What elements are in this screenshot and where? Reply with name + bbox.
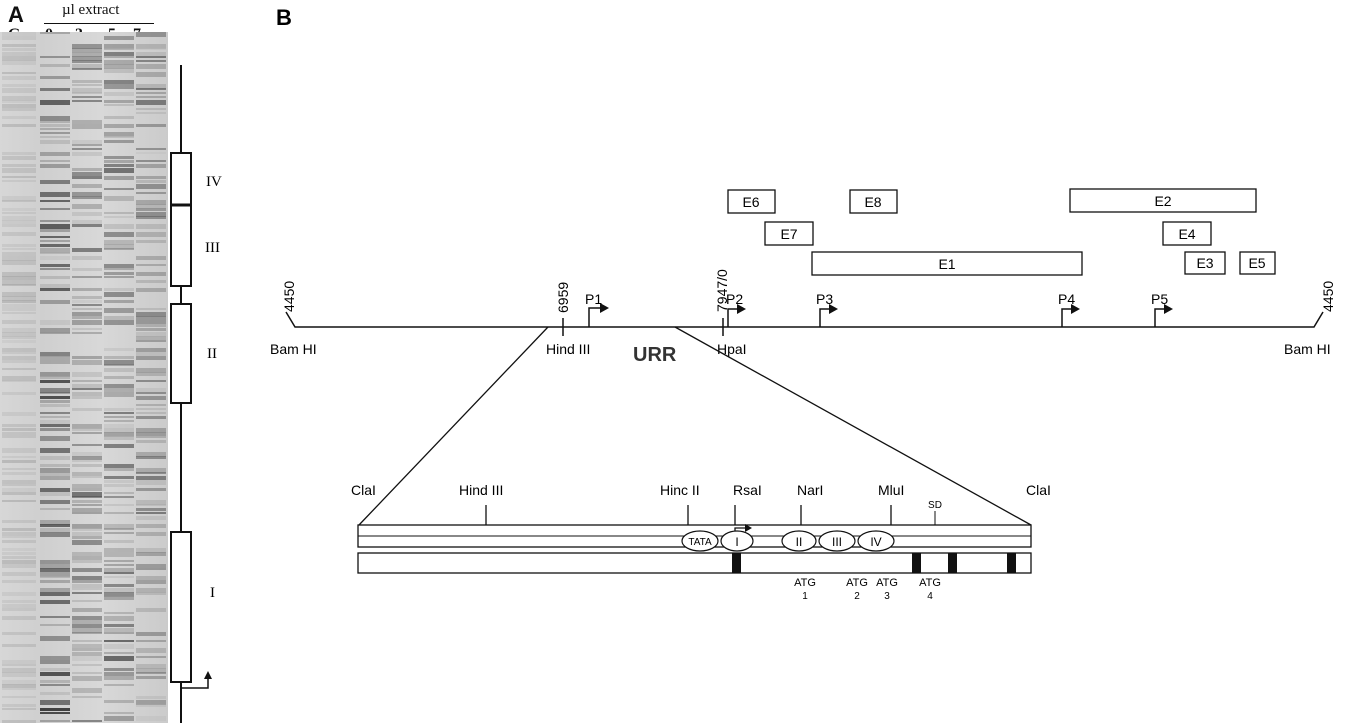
inset-hindiii: Hind III (459, 482, 503, 498)
hindiii-site-label: Hind III (546, 341, 590, 357)
orf-e5: E5 (1240, 252, 1275, 274)
right-bamhi-label: Bam HI (1284, 341, 1331, 357)
panel-a: A µl extract G 0 3 5 7 IV III II I (0, 0, 230, 723)
orf-e2: E2 (1070, 189, 1256, 212)
atg-3-number: 3 (884, 591, 890, 602)
sd-label: SD (928, 500, 942, 511)
urr-label: URR (633, 344, 677, 366)
inset-clai-right: ClaI (1026, 482, 1051, 498)
hpai-site-label: HpaI (717, 341, 747, 357)
inset-nari: NarI (797, 482, 823, 498)
orf-e8: E8 (850, 190, 897, 213)
promoter-p4-label: P4 (1058, 291, 1075, 307)
urr-inset-bar (358, 525, 1031, 547)
orf-e7: E7 (765, 222, 813, 245)
atg-3-label: ATG (876, 577, 898, 589)
promoter-p1: P1 (585, 291, 609, 327)
promoter-p5: P5 (1151, 291, 1173, 327)
region-label-i: I (210, 585, 215, 601)
orf-e2-label: E2 (1154, 193, 1171, 209)
element-i-label: I (735, 535, 738, 549)
atg-1-number: 1 (802, 591, 808, 602)
orf-e5-label: E5 (1248, 255, 1265, 271)
atg-4-label: ATG (919, 577, 941, 589)
element-iii (819, 531, 855, 551)
element-ii (782, 531, 816, 551)
inset-mlui: MluI (878, 482, 904, 498)
atg-block-1 (732, 553, 741, 573)
urr-lower-strip (358, 553, 1031, 573)
promoter-p2-label: P2 (726, 291, 743, 307)
promoter-p1-label: P1 (585, 291, 602, 307)
urr-inset: ClaI ClaI Hind III Hinc II RsaI NarI Mlu… (351, 482, 1051, 602)
footprint-schematic: IV III II I (0, 0, 230, 723)
element-iv-label: IV (870, 535, 881, 549)
element-i (721, 531, 753, 551)
hindiii-coord: 6959 (555, 282, 571, 313)
left-bamhi-label: Bam HI (270, 341, 317, 357)
tata-element (682, 531, 718, 551)
promoter-p3-label: P3 (816, 291, 833, 307)
region-box-iv-iii (171, 153, 191, 286)
orf-e6-label: E6 (742, 194, 759, 210)
promoter-p3: P3 (816, 291, 838, 327)
orf-e1-label: E1 (938, 256, 955, 272)
atg-block-2 (912, 553, 921, 573)
element-iii-label: III (832, 535, 842, 549)
region-box-i (171, 532, 191, 682)
genome-line (286, 312, 1323, 327)
orf-e3: E3 (1185, 252, 1225, 274)
left-coord: 4450 (281, 281, 297, 312)
orf-e8-label: E8 (864, 194, 881, 210)
inset-clai-left: ClaI (351, 482, 376, 498)
atg-1-label: ATG (794, 577, 816, 589)
tata-label: TATA (688, 537, 712, 548)
hpai-coord: 7947/0 (714, 269, 730, 312)
region-box-ii (171, 304, 191, 403)
urr-expansion-right (675, 327, 1031, 525)
urr-expansion-left (359, 327, 548, 525)
transcription-start-arrowhead (204, 671, 212, 679)
right-coord: 4450 (1320, 281, 1336, 312)
orf-e4: E4 (1163, 222, 1211, 245)
region-label-iv: IV (206, 174, 222, 190)
orf-e1: E1 (812, 252, 1082, 275)
orf-e3-label: E3 (1196, 255, 1213, 271)
inset-hincii: Hinc II (660, 482, 700, 498)
atg-block-3 (948, 553, 957, 573)
panel-b-letter: B (276, 5, 292, 30)
orf-e4-label: E4 (1178, 226, 1195, 242)
promoter-p2: P2 (726, 291, 746, 327)
region-label-ii: II (207, 346, 217, 362)
element-ii-label: II (796, 535, 803, 549)
atg-2-number: 2 (854, 591, 860, 602)
region-label-iii: III (205, 240, 220, 256)
promoter-p4: P4 (1058, 291, 1080, 327)
atg-block-4 (1007, 553, 1016, 573)
atg-4-number: 4 (927, 591, 933, 602)
promoter-p5-label: P5 (1151, 291, 1168, 307)
orf-e7-label: E7 (780, 226, 797, 242)
orf-e6: E6 (728, 190, 775, 213)
element-iv (858, 531, 894, 551)
inset-rsai: RsaI (733, 482, 762, 498)
atg-2-label: ATG (846, 577, 868, 589)
